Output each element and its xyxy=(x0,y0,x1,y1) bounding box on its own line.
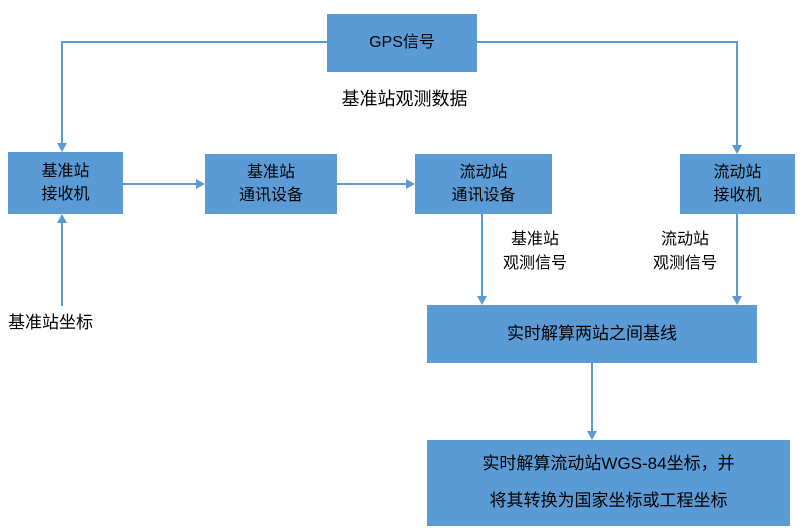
node-rover-station-receiver: 流动站 接收机 xyxy=(680,154,795,214)
label-base-observation-signal: 基准站 观测信号 xyxy=(492,228,578,276)
node-coordinate-result-line2: 将其转换为国家坐标或工程坐标 xyxy=(489,491,728,510)
node-rover-station-receiver-line1: 流动站 xyxy=(713,163,762,181)
arrow-gps-to-rover-receiver-head xyxy=(732,145,742,154)
node-base-station-comm-device: 基准站 通讯设备 xyxy=(205,154,337,214)
arrow-baseline-to-result-line xyxy=(591,363,593,431)
node-rover-station-comm-device-line2: 通讯设备 xyxy=(451,187,516,204)
node-rover-station-comm-device: 流动站 通讯设备 xyxy=(415,154,552,214)
node-base-station-receiver-line1: 基准站 xyxy=(41,162,90,180)
node-base-station-receiver-line2: 接收机 xyxy=(41,186,90,203)
label-base-observation-data: 基准站观测数据 xyxy=(341,89,468,109)
arrow-base-comm-to-rover-comm-head xyxy=(406,179,415,189)
arrow-base-coords-to-base-receiver-line xyxy=(61,223,63,306)
node-coordinate-result-line1: 实时解算流动站WGS-84坐标，并 xyxy=(482,454,735,474)
arrow-gps-to-rover-receiver-vline xyxy=(736,41,738,145)
node-rover-station-comm-device-line1: 流动站 xyxy=(459,163,508,181)
node-coordinate-result: 实时解算流动站WGS-84坐标，并 将其转换为国家坐标或工程坐标 xyxy=(427,440,790,526)
arrow-rover-receiver-to-baseline-head xyxy=(732,296,742,305)
label-rover-observation-signal-line2: 观测信号 xyxy=(652,255,717,272)
arrow-baseline-to-result-head xyxy=(587,431,597,440)
arrow-gps-to-base-receiver-head xyxy=(57,143,67,152)
label-base-station-coordinates: 基准站坐标 xyxy=(8,313,93,332)
node-base-station-comm-device-line2: 通讯设备 xyxy=(238,187,303,204)
node-rover-station-receiver-line2: 接收机 xyxy=(713,187,762,204)
node-gps-signal-label: GPS信号 xyxy=(369,34,435,52)
arrow-rover-comm-to-baseline-line xyxy=(481,214,483,296)
arrow-gps-to-base-receiver-hline xyxy=(62,41,327,43)
node-gps-signal: GPS信号 xyxy=(327,14,477,72)
arrow-base-receiver-to-base-comm-line xyxy=(123,183,196,185)
label-rover-observation-signal: 流动站 观测信号 xyxy=(642,228,728,276)
arrow-rover-receiver-to-baseline-line xyxy=(736,214,738,296)
arrow-base-comm-to-rover-comm-line xyxy=(337,183,406,185)
arrow-base-receiver-to-base-comm-head xyxy=(196,179,205,189)
node-base-station-comm-device-line1: 基准站 xyxy=(246,163,295,181)
arrow-base-coords-to-base-receiver-head xyxy=(57,214,67,223)
label-base-observation-signal-line2: 观测信号 xyxy=(502,255,567,272)
label-base-observation-signal-line1: 基准站 xyxy=(510,231,559,248)
arrow-gps-to-base-receiver-vline xyxy=(61,41,63,143)
node-baseline-solution-label: 实时解算两站之间基线 xyxy=(507,323,677,343)
node-base-station-receiver: 基准站 接收机 xyxy=(8,152,123,214)
node-baseline-solution: 实时解算两站之间基线 xyxy=(427,305,757,363)
arrow-gps-to-rover-receiver-hline xyxy=(477,41,737,43)
arrow-rover-comm-to-baseline-head xyxy=(477,296,487,305)
label-rover-observation-signal-line1: 流动站 xyxy=(660,231,709,248)
